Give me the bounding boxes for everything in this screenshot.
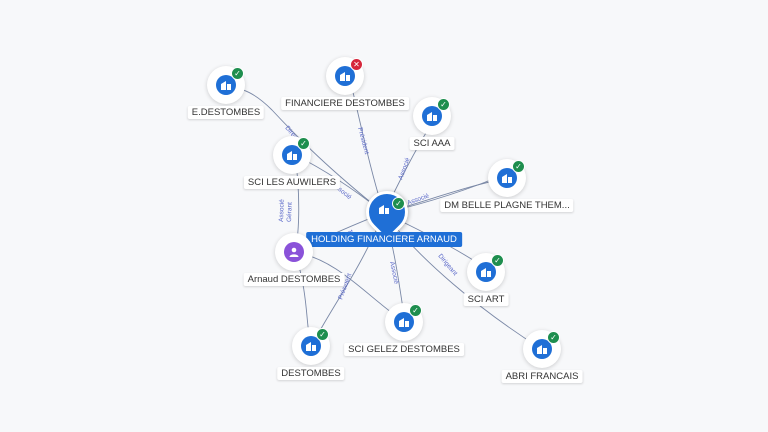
company-icon: [301, 336, 321, 356]
node-label: DM BELLE PLAGNE THEM...: [440, 199, 574, 212]
person-icon: [284, 242, 304, 262]
status-closed-icon: ✕: [350, 58, 363, 71]
edge-label: Gérant: [286, 202, 294, 222]
edge-label: Associé: [397, 157, 411, 181]
company-icon: [422, 106, 442, 126]
status-active-icon: ✓: [547, 331, 560, 344]
status-active-icon: ✓: [409, 304, 422, 317]
node-label: SCI LES AUWILERS: [243, 176, 341, 189]
status-active-icon: ✓: [512, 160, 525, 173]
node-label: E.DESTOMBES: [187, 106, 265, 119]
status-active-icon: ✓: [316, 328, 329, 341]
company-icon: [394, 312, 414, 332]
node-label: SCI ART: [463, 293, 509, 306]
node-label: DESTOMBES: [277, 367, 345, 380]
edge-label: Président: [356, 127, 370, 156]
edge-label: Associé: [406, 192, 430, 206]
company-icon: [216, 75, 236, 95]
node-label: FINANCIERE DESTOMBES: [281, 97, 409, 110]
node-label: SCI AAA: [409, 137, 455, 150]
status-active-icon: ✓: [392, 197, 405, 210]
edge: [231, 87, 385, 214]
edge-label: Associé: [278, 199, 286, 222]
node-label: SCI GELEZ DESTOMBES: [344, 343, 464, 356]
company-icon: [497, 168, 517, 188]
node-label: ABRI FRANCAIS: [501, 370, 583, 383]
company-icon: [379, 205, 389, 214]
company-icon: [532, 339, 552, 359]
company-icon: [476, 262, 496, 282]
company-icon: [335, 66, 355, 86]
company-icon: [282, 145, 302, 165]
status-active-icon: ✓: [231, 67, 244, 80]
status-active-icon: ✓: [491, 254, 504, 267]
status-active-icon: ✓: [437, 98, 450, 111]
center-node-label: HOLDING FINANCIERE ARNAUD: [306, 232, 462, 247]
edge-label: Associé: [388, 261, 400, 285]
status-active-icon: ✓: [297, 137, 310, 150]
edge-label: Dirigeant: [436, 253, 458, 278]
node-label: Arnaud DESTOMBES: [243, 273, 345, 286]
